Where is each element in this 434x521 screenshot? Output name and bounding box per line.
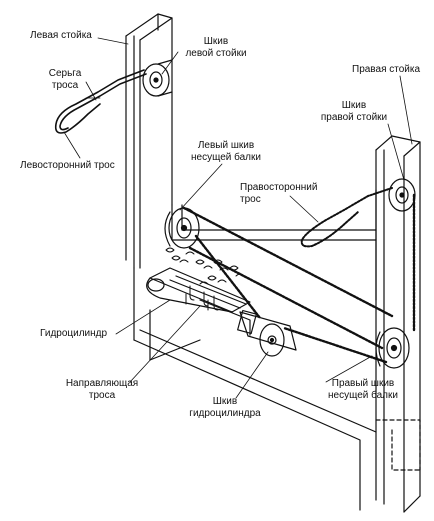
hydraulic-cylinder: [146, 267, 251, 313]
base-frame: [133, 189, 377, 511]
label-right-beam-pulley-line2: несущей балки: [328, 390, 398, 401]
label-cable-guide-line1: Направляющая: [65, 378, 139, 389]
cable-guide-bolts: [185, 285, 219, 311]
label-cable-guide-line2: троса: [88, 390, 116, 401]
left-post-pulley: [142, 59, 173, 97]
label-cable-eye-line2: троса: [51, 80, 79, 91]
label-left-beam-pulley: Левый шкив несущей балки: [186, 140, 266, 164]
right-post-pulley: [388, 178, 416, 212]
leader-lines: [63, 37, 413, 399]
label-right-cable-line2: трос: [240, 194, 261, 205]
label-cylinder-pulley-line2: гидроцилиндра: [189, 408, 261, 419]
label-left-beam-pulley-line2: несущей балки: [191, 152, 261, 163]
label-left-cable: Левосторонний трос: [20, 160, 115, 171]
label-right-cable: Правосторонний трос: [240, 182, 317, 206]
label-cable-eye-line1: Серьга: [48, 68, 82, 79]
label-right-beam-pulley: Правый шкив несущей балки: [318, 378, 408, 402]
label-cylinder-pulley: Шкив гидроцилиндра: [180, 396, 270, 420]
right-cable: [300, 187, 393, 248]
label-cable-guide: Направляющая троса: [62, 378, 142, 402]
cylinder-pulley: [237, 309, 297, 357]
label-left-post-pulley-line2: левой стойки: [185, 48, 247, 59]
label-right-post-pulley-line2: правой стойки: [320, 112, 388, 123]
label-right-cable-line1: Правосторонний: [240, 182, 318, 193]
label-right-post-pulley-line1: Шкив: [341, 100, 367, 111]
label-left-post-pulley-line1: Шкив: [203, 36, 229, 47]
label-left-post-pulley: Шкив левой стойки: [174, 36, 258, 60]
main-cable: [182, 193, 416, 364]
left-cable: [54, 69, 147, 134]
small-parts: [165, 247, 245, 285]
label-right-beam-pulley-line1: Правый шкив: [331, 378, 395, 389]
label-cylinder-pulley-line1: Шкив: [212, 396, 238, 407]
label-left-post: Левая стойка: [30, 30, 92, 41]
label-right-post: Правая стойка: [352, 64, 421, 75]
right-beam-pulley: [375, 327, 410, 369]
label-hydraulic-cylinder: Гидроцилиндр: [40, 328, 108, 339]
label-right-post-pulley: Шкив правой стойки: [314, 100, 394, 124]
label-left-beam-pulley-line1: Левый шкив: [197, 140, 255, 151]
label-cable-eye: Серьга троса: [40, 68, 90, 92]
